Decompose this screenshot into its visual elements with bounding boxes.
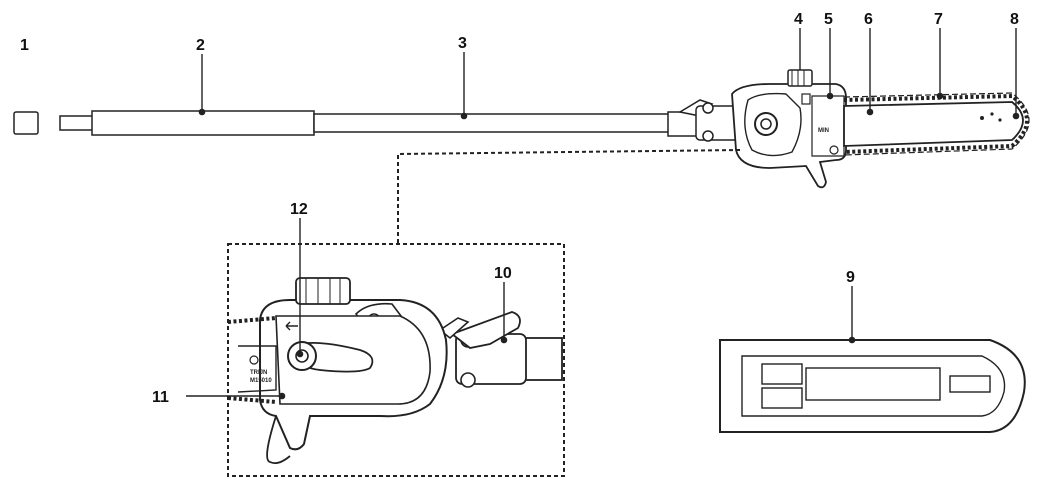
callout-7: 7 [934,11,943,28]
lock-lever [450,311,521,349]
bar-brand-marking: TRIJN [250,370,267,376]
callout-leaders [186,28,1020,400]
power-head: MIN [677,69,847,189]
callout-labels: 1 2 3 4 5 6 7 8 9 10 11 12 [20,11,1019,406]
assembled-pole-saw: MIN [13,69,1030,189]
callout-8: 8 [1010,11,1019,28]
power-head-detail: TRIJN M15010 [227,277,563,465]
bar-model-marking: M15010 [250,378,272,384]
callout-6: 6 [864,11,873,28]
callout-10: 10 [494,265,512,282]
upper-pole [313,113,671,133]
chain-segment [227,316,277,324]
pole-coupling [667,111,699,137]
callout-4: 4 [794,11,803,28]
detail-box-frame [227,243,565,477]
end-cap [13,111,39,135]
callout-12: 12 [290,201,308,218]
bar-min-marking: MIN [818,128,829,134]
callout-9: 9 [846,269,855,286]
callout-1: 1 [20,37,29,54]
chain-segment-lower [227,396,277,404]
zoom-connector [397,149,741,244]
bar-scabbard [719,339,1026,433]
pole-tip [59,115,97,131]
callout-2: 2 [196,37,205,54]
saw-chain [843,93,1029,154]
callout-3: 3 [458,35,467,52]
callout-5: 5 [824,11,833,28]
guide-bar [843,101,1024,147]
callout-11: 11 [152,389,169,406]
